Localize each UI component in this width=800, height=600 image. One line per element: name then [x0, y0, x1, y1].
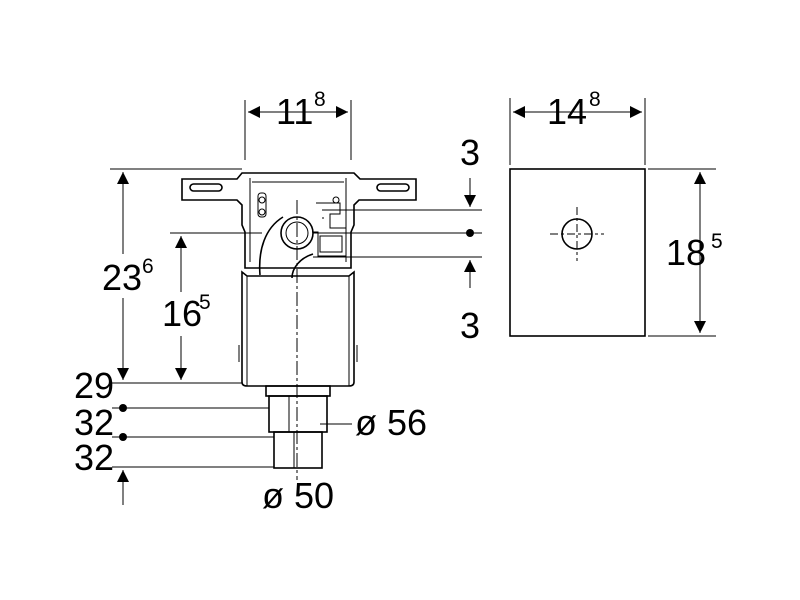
dimension-pipe-steps: 29 32 32 [74, 365, 274, 505]
dimension-height-total: 23 6 [100, 168, 242, 384]
dimension-width-box: 11 8 [244, 88, 352, 160]
pipe-step-1-value: 29 [74, 365, 114, 406]
offset-top-value: 3 [460, 132, 480, 173]
pipe-collar [265, 385, 331, 397]
bracket-slot-left [189, 183, 223, 192]
dimension-width-cover: 14 8 [509, 88, 646, 165]
pipe-upper [268, 395, 328, 433]
height-total-value: 23 [102, 257, 142, 298]
height-total-sup: 6 [142, 255, 154, 278]
cover-plate [509, 168, 646, 337]
pipe-step-3-value: 32 [74, 437, 114, 478]
box-body [241, 270, 355, 387]
width-box-sup: 8 [314, 88, 326, 111]
cover-plate-outline [509, 168, 646, 337]
width-cover-sup: 8 [589, 88, 601, 111]
height-cover-value: 18 [666, 232, 706, 273]
pipe-lower [273, 431, 323, 469]
dimension-height-cover: 18 5 [648, 168, 723, 337]
bracket-slot-right [376, 183, 410, 192]
pipe-step-2-value: 32 [74, 402, 114, 443]
dimension-diameters: ø 56 ø 50 [262, 402, 427, 516]
pipe-inner-diameter-label: ø 50 [262, 475, 334, 516]
dimension-height-axis: 16 5 [160, 232, 262, 380]
height-cover-sup: 5 [711, 230, 723, 253]
mounting-bracket [181, 172, 417, 269]
height-axis-value: 16 [162, 293, 202, 334]
pipe-outer-diameter-label: ø 56 [355, 402, 427, 443]
width-cover-value: 14 [547, 91, 587, 132]
height-axis-sup: 5 [199, 291, 211, 314]
offset-bottom-value: 3 [460, 305, 480, 346]
dimension-offsets: 3 3 [313, 132, 482, 346]
width-box-value: 11 [276, 91, 313, 132]
